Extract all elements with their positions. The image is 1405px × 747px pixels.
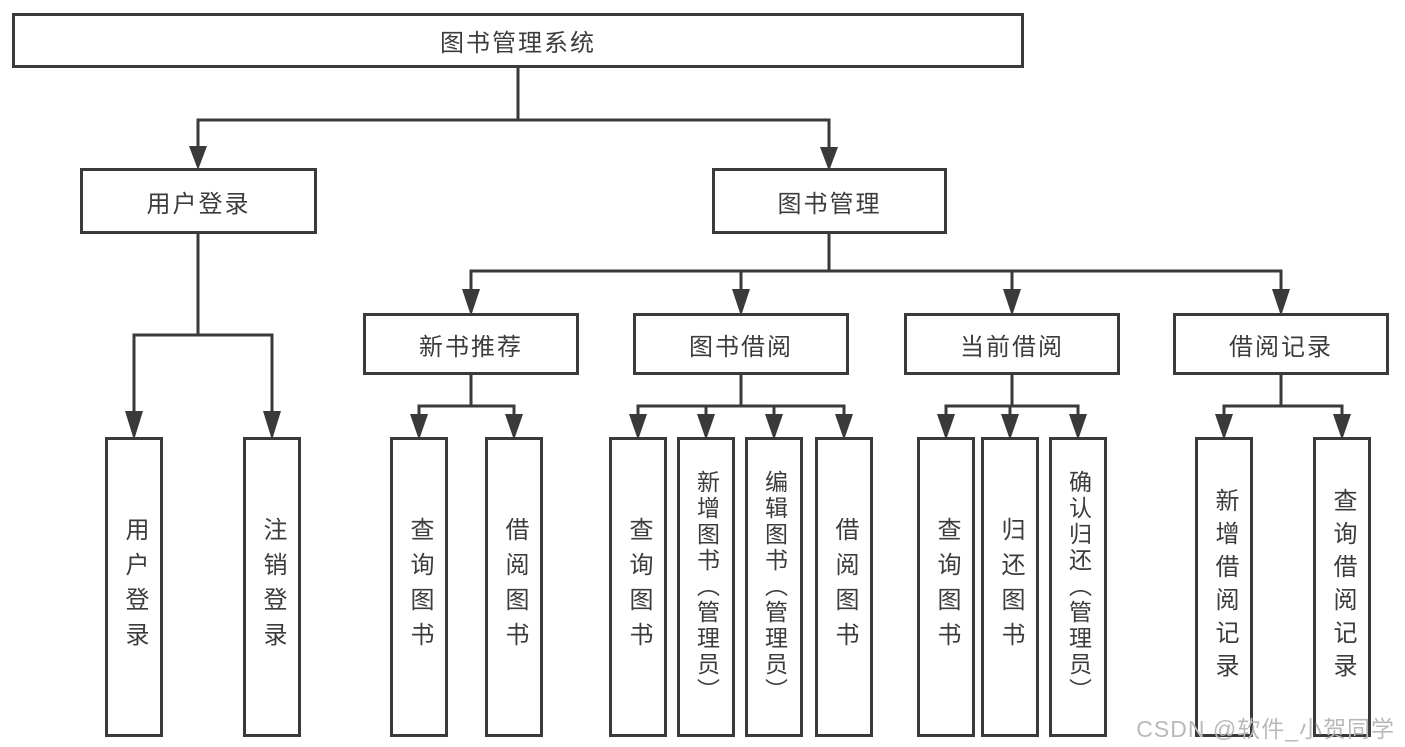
arrow-down-icon	[1215, 414, 1233, 440]
leaf-recommend-query-books-label: 查询图书	[406, 517, 433, 657]
node-user-login-label: 用户登录	[146, 190, 251, 218]
arrow-down-icon	[1272, 289, 1290, 316]
leaf-edit-book-admin: 编辑图书（管理员）	[745, 437, 803, 737]
arrow-down-icon	[1001, 414, 1019, 440]
leaf-recommend-borrow-books: 借阅图书	[485, 437, 543, 737]
arrow-down-icon	[189, 146, 207, 170]
leaf-user-login-label: 用户登录	[121, 517, 148, 657]
node-user-login: 用户登录	[80, 168, 317, 234]
arrow-down-icon	[462, 289, 480, 316]
node-new-book-recommend: 新书推荐	[363, 313, 579, 375]
node-root-label: 图书管理系统	[440, 30, 596, 57]
leaf-logout: 注销登录	[243, 437, 301, 737]
leaf-user-login: 用户登录	[105, 437, 163, 737]
arrow-down-icon	[410, 414, 428, 440]
leaf-borrow-query-books-label: 查询图书	[625, 517, 652, 657]
leaf-confirm-return-admin-label: 确认归还（管理员）	[1065, 470, 1092, 704]
node-root: 图书管理系统	[12, 13, 1024, 68]
leaf-recommend-query-books: 查询图书	[390, 437, 448, 737]
arrow-down-icon	[1069, 414, 1087, 440]
node-book-management: 图书管理	[712, 168, 947, 234]
leaf-borrow-borrow-books-label: 借阅图书	[831, 517, 858, 657]
arrow-down-icon	[1003, 289, 1021, 316]
arrow-down-icon	[629, 414, 647, 440]
arrow-down-icon	[835, 414, 853, 440]
leaf-recommend-borrow-books-label: 借阅图书	[501, 517, 528, 657]
node-borrow-records-label: 借阅记录	[1229, 333, 1333, 361]
node-current-borrow: 当前借阅	[904, 313, 1120, 375]
arrow-down-icon	[820, 147, 838, 171]
arrow-down-icon	[125, 411, 143, 440]
leaf-current-query-books: 查询图书	[917, 437, 975, 737]
leaf-query-borrow-record: 查询借阅记录	[1313, 437, 1371, 737]
arrow-down-icon	[263, 411, 281, 440]
arrow-down-icon	[697, 414, 715, 440]
watermark: CSDN @软件_小贺同学	[1136, 716, 1395, 742]
arrow-down-icon	[765, 414, 783, 440]
leaf-add-book-admin: 新增图书（管理员）	[677, 437, 735, 737]
arrow-down-icon	[1333, 414, 1351, 440]
arrow-down-icon	[732, 289, 750, 316]
leaf-return-book: 归还图书	[981, 437, 1039, 737]
arrow-down-icon	[505, 414, 523, 440]
arrow-down-icon	[937, 414, 955, 440]
leaf-add-borrow-record: 新增借阅记录	[1195, 437, 1253, 737]
leaf-edit-book-admin-label: 编辑图书（管理员）	[761, 470, 788, 704]
leaf-add-book-admin-label: 新增图书（管理员）	[693, 470, 720, 704]
leaf-logout-label: 注销登录	[259, 517, 286, 657]
leaf-current-query-books-label: 查询图书	[933, 517, 960, 657]
node-book-borrow: 图书借阅	[633, 313, 849, 375]
leaf-add-borrow-record-label: 新增借阅记录	[1211, 488, 1238, 686]
leaf-return-book-label: 归还图书	[997, 517, 1024, 657]
leaf-query-borrow-record-label: 查询借阅记录	[1329, 488, 1356, 686]
node-book-borrow-label: 图书借阅	[689, 333, 793, 361]
leaf-confirm-return-admin: 确认归还（管理员）	[1049, 437, 1107, 737]
node-current-borrow-label: 当前借阅	[960, 333, 1064, 361]
node-borrow-records: 借阅记录	[1173, 313, 1389, 375]
leaf-borrow-query-books: 查询图书	[609, 437, 667, 737]
node-new-book-recommend-label: 新书推荐	[419, 333, 523, 361]
node-book-management-label: 图书管理	[777, 190, 882, 218]
leaf-borrow-borrow-books: 借阅图书	[815, 437, 873, 737]
